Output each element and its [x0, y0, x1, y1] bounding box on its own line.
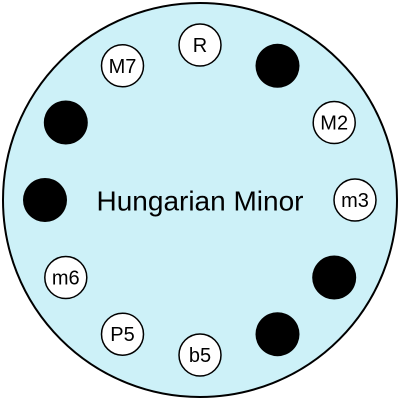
- interval-marker-7: [100, 312, 145, 356]
- interval-label-0: R: [193, 35, 207, 57]
- interval-marker-6: [178, 333, 222, 377]
- filled-marker-5: [255, 312, 300, 357]
- filled-marker-9: [23, 178, 67, 222]
- interval-marker-11: [100, 44, 145, 88]
- interval-marker-3: [333, 178, 377, 222]
- interval-label-6: b5: [189, 345, 211, 367]
- interval-marker-8: [44, 255, 88, 300]
- filled-marker-4: [312, 255, 357, 300]
- interval-label-3: m3: [341, 190, 369, 212]
- interval-marker-2: [312, 100, 356, 145]
- interval-label-2: M2: [320, 113, 348, 135]
- interval-label-7: P5: [110, 324, 134, 346]
- interval-label-11: M7: [109, 56, 137, 78]
- interval-markers: R M2 m3 b5 P5 m6 M7: [23, 23, 377, 377]
- filled-marker-1: [255, 43, 300, 88]
- interval-label-8: m6: [52, 268, 80, 290]
- interval-marker-0: [178, 23, 222, 67]
- filled-marker-10: [43, 100, 88, 145]
- scale-title: Hungarian Minor: [97, 186, 304, 217]
